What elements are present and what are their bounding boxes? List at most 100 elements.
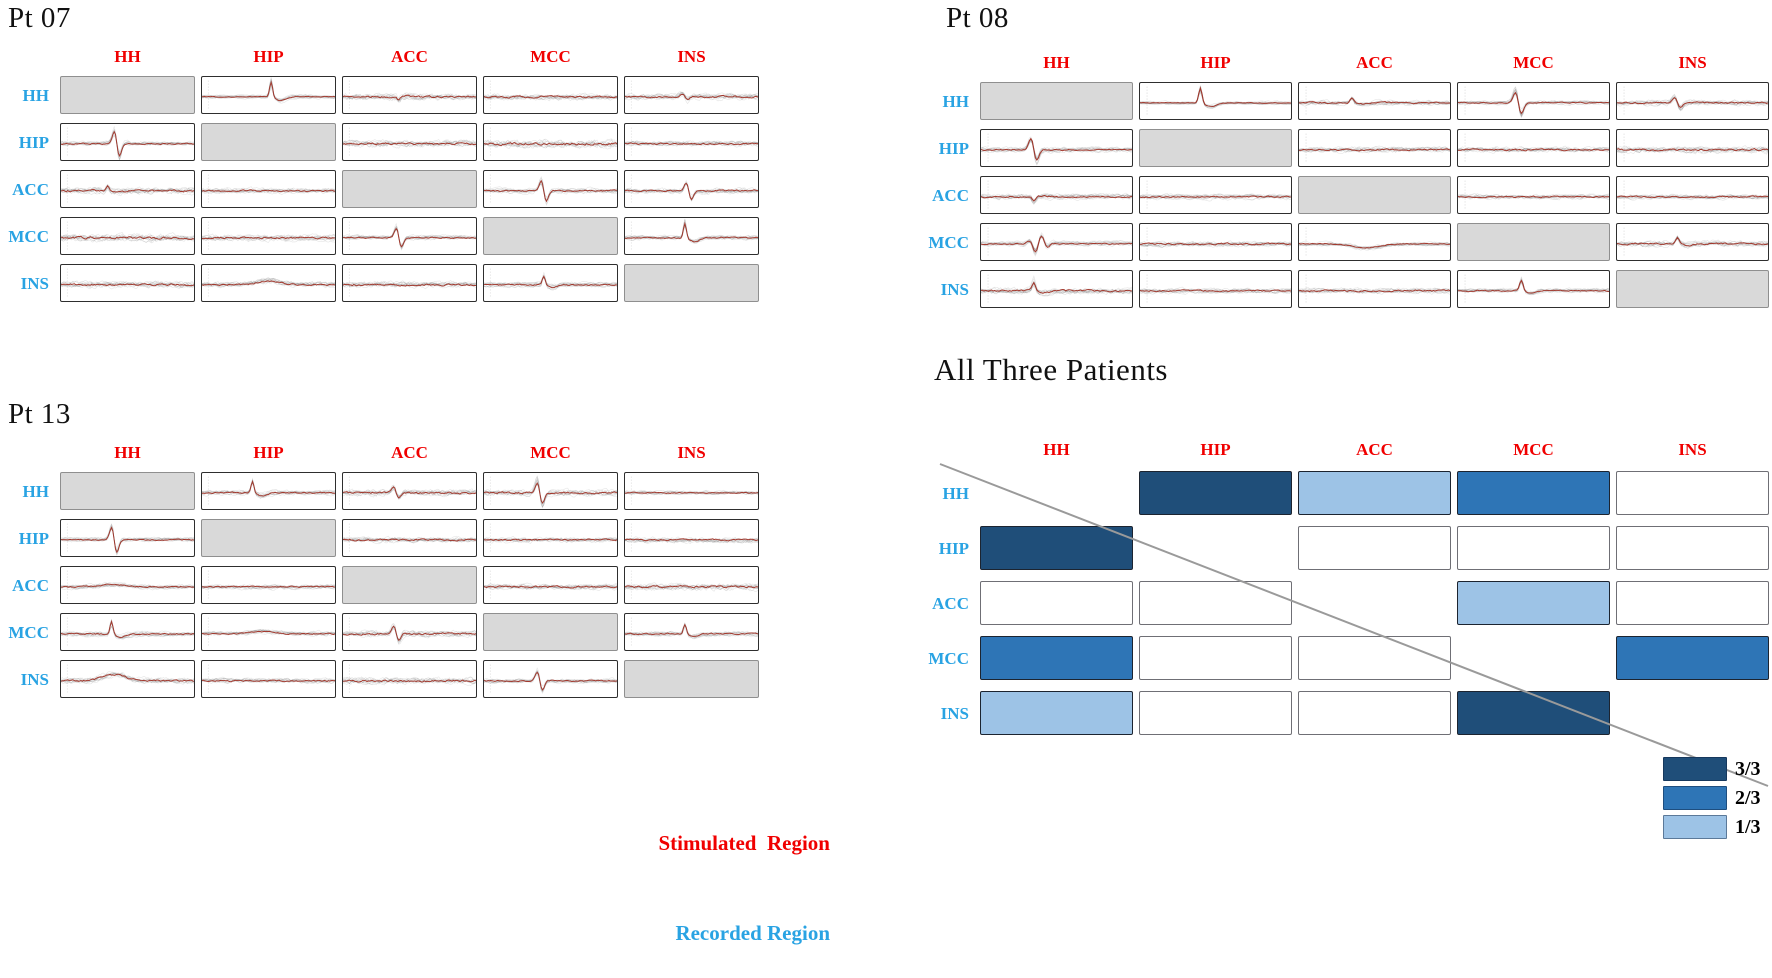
mean-trace: [1617, 147, 1768, 152]
trial-trace: [343, 627, 476, 642]
stim-header-INS: INS: [1678, 440, 1707, 460]
self-cell-ACC: [342, 566, 477, 604]
trial-trace: [981, 235, 1132, 255]
mean-trace: [625, 491, 758, 494]
trial-trace: [981, 138, 1132, 165]
rec-label-HIP: HIP: [18, 528, 49, 548]
trial-trace: [61, 281, 194, 288]
rec-label-ACC: ACC: [12, 179, 49, 199]
trial-trace: [1299, 148, 1450, 153]
mean-trace: [61, 673, 194, 682]
trial-trace: [1299, 96, 1450, 106]
trial-trace: [61, 528, 194, 551]
panel-title-summary: All Three Patients: [934, 352, 1168, 387]
trial-trace: [1140, 193, 1291, 198]
trial-trace: [625, 181, 758, 196]
trial-trace: [61, 625, 194, 639]
trial-trace: [484, 94, 617, 102]
trial-trace: [484, 180, 617, 199]
trial-trace: [202, 187, 335, 193]
trial-trace: [202, 187, 335, 193]
stim-header-MCC: MCC: [1513, 53, 1554, 73]
trace-cell-stim-ACC-rec-HIP: [1298, 129, 1451, 167]
summary-cell-stim-MCC-rec-ACC-count-1: [1457, 581, 1610, 625]
trace-cell-stim-HIP-rec-INS: [1139, 270, 1292, 308]
mean-trace: [1140, 242, 1291, 246]
trial-trace: [1299, 242, 1450, 251]
trial-trace: [61, 130, 194, 155]
trial-trace: [343, 227, 476, 250]
trial-trace: [484, 275, 617, 291]
panel-title-pt07: Pt 07: [8, 2, 71, 34]
trace-cell-stim-HH-rec-HIP: [980, 129, 1133, 167]
trial-trace: [202, 278, 335, 286]
trial-trace: [343, 95, 476, 102]
mean-trace: [61, 526, 194, 554]
trial-trace: [484, 93, 617, 99]
trial-trace: [61, 581, 194, 589]
trial-trace: [1140, 88, 1291, 109]
mean-trace: [61, 283, 194, 287]
mean-trace: [343, 538, 476, 542]
trial-trace: [1458, 146, 1609, 153]
trial-trace: [625, 537, 758, 543]
trial-trace: [61, 128, 194, 160]
trial-trace: [343, 92, 476, 102]
trial-trace: [61, 281, 194, 287]
evoked-potential-plot: [981, 180, 1132, 210]
self-cell-HIP: [1139, 129, 1292, 167]
trace-cell-stim-HH-rec-MCC: [60, 217, 195, 255]
mean-trace: [625, 93, 758, 100]
trial-trace: [484, 537, 617, 542]
rec-label-HH: HH: [942, 91, 969, 111]
rec-label-HIP: HIP: [938, 138, 969, 158]
rec-label-HIP: HIP: [18, 132, 49, 152]
trial-trace: [202, 235, 335, 243]
stimulated-region-label: Stimulated Region: [658, 831, 830, 855]
trial-trace: [625, 91, 758, 105]
stim-header-HH: HH: [114, 47, 141, 67]
trace-cell-stim-ACC-rec-HH: [1298, 82, 1451, 120]
trace-cell-stim-INS-rec-ACC: [624, 566, 759, 604]
trial-trace: [343, 280, 476, 287]
trial-trace: [343, 536, 476, 542]
trial-trace: [1458, 147, 1609, 153]
trial-trace: [625, 219, 758, 244]
trial-trace: [343, 140, 476, 148]
trial-trace: [1299, 287, 1450, 294]
self-cell-HH: [60, 76, 195, 114]
mean-trace: [343, 486, 476, 499]
summary-cell-stim-MCC-rec-HIP-count-0: [1457, 526, 1610, 570]
trial-trace: [1299, 146, 1450, 152]
summary-cell-stim-HIP-rec-ACC-count-0: [1139, 581, 1292, 625]
mean-trace: [202, 479, 335, 497]
trial-trace: [202, 629, 335, 635]
evoked-potential-plot: [1140, 274, 1291, 304]
trial-trace: [202, 584, 335, 588]
trial-trace: [1458, 147, 1609, 153]
trial-trace: [343, 535, 476, 542]
trace-cell-stim-INS-rec-HH: [1616, 82, 1769, 120]
trial-trace: [1140, 289, 1291, 295]
evoked-potential-plot: [484, 570, 617, 600]
trace-cell-stim-ACC-rec-MCC: [342, 217, 477, 255]
trial-trace: [202, 479, 335, 497]
trial-trace: [61, 187, 194, 195]
trace-cell-stim-HIP-rec-MCC: [201, 613, 336, 651]
trace-cell-stim-INS-rec-HH: [624, 472, 759, 510]
trace-cell-stim-HIP-rec-ACC: [201, 566, 336, 604]
trial-trace: [1140, 193, 1291, 199]
trial-trace: [343, 622, 476, 640]
trial-trace: [202, 87, 335, 102]
trial-trace: [343, 230, 476, 246]
trial-trace: [981, 193, 1132, 202]
trial-trace: [202, 188, 335, 194]
summary-cell-stim-ACC-rec-INS-count-0: [1298, 691, 1451, 735]
evoked-potential-plot: [61, 174, 194, 204]
rec-label-INS: INS: [20, 669, 49, 689]
trial-trace: [981, 139, 1132, 165]
trial-trace: [202, 679, 335, 685]
stim-header-ACC: ACC: [1356, 53, 1393, 73]
